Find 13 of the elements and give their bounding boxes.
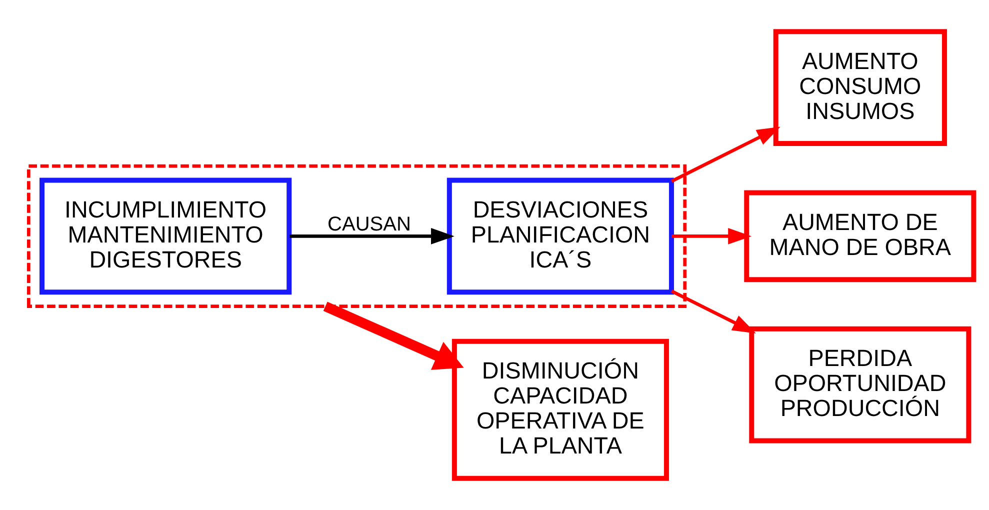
arrow [672,228,752,244]
node-box: DESVIACIONES PLANIFICACION ICA´S [446,178,674,295]
node-box: INCUMPLIMIENTO MANTENIMIENTO DIGESTORES [40,178,292,295]
arrow [670,126,780,183]
node-box: PERDIDA OPORTUNIDAD PRODUCCIÓN [749,326,972,444]
arrow [670,290,756,334]
node-box: DISMINUCIÓN CAPACIDAD OPERATIVA DE LA PLANTA [452,338,669,481]
arrow [323,302,464,370]
node-box: AUMENTO DE MANO DE OBRA [744,190,976,282]
arrow [290,228,454,244]
node-box: AUMENTO CONSUMO INSUMOS [773,29,947,146]
edge-label: CAUSAN [328,214,411,236]
cluster [26,164,687,308]
